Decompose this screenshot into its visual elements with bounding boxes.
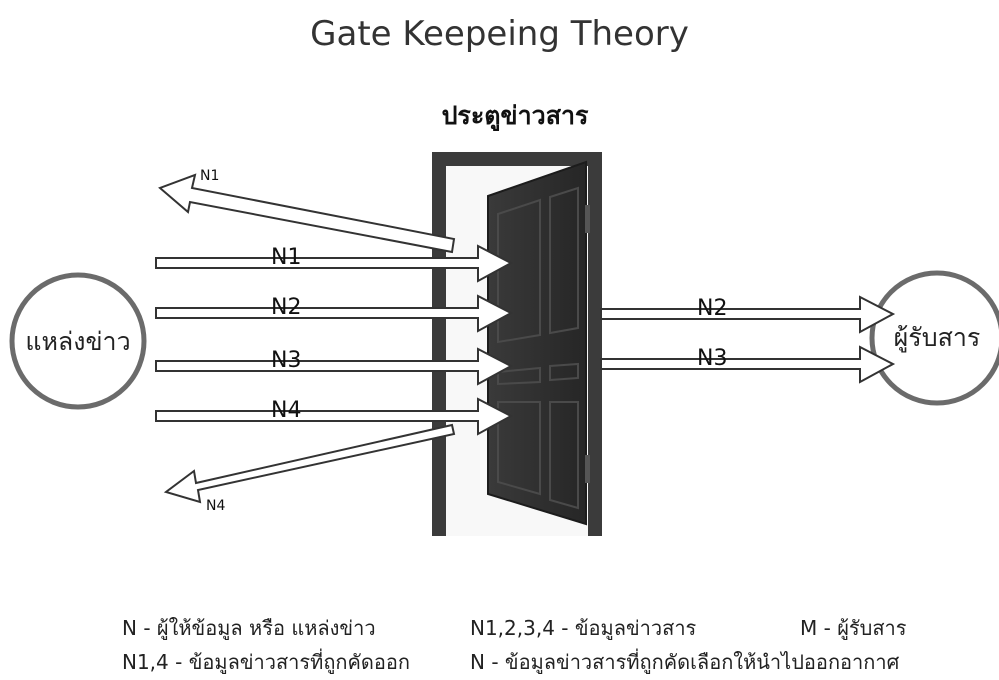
label-rejected-n4: N4 [206,498,225,514]
label-out-n3: N3 [697,346,727,371]
label-in-n2: N2 [271,295,301,320]
arrow-in-n1 [155,244,514,283]
arrow-out-n3 [600,345,896,384]
label-in-n4: N4 [271,398,301,423]
arrows [155,173,896,504]
legend-rejected: N1,4 - ข้อมูลข่าวสารที่ถูกคัดออก [122,650,411,674]
diagram-title: Gate Keepeing Theory [310,14,689,54]
receiver-label: ผู้รับสาร [894,323,981,353]
label-rejected-n1: N1 [200,168,219,184]
arrow-in-n2 [155,294,514,333]
label-in-n1: N1 [271,245,301,270]
gate-label: ประตูข่าวสาร [441,101,589,130]
arrow-in-n4 [155,397,514,436]
arrow-in-n3 [155,347,514,386]
legend-news-data: N1,2,3,4 - ข้อมูลข่าวสาร [470,616,697,640]
door [487,160,590,526]
legend-source: N - ผู้ให้ข้อมูล หรือ แหล่งข่าว [122,616,376,640]
source-node: แหล่งข่าว [9,272,147,410]
legend-receiver: M - ผู้รับสาร [800,616,907,640]
arrow-rejected-n4 [163,423,456,504]
arrow-rejected-n1 [158,173,456,254]
receiver-node: ผู้รับสาร [869,270,999,406]
source-label: แหล่งข่าว [25,327,130,356]
arrow-out-n2 [600,295,896,334]
label-out-n2: N2 [697,296,727,321]
legend-selected: N - ข้อมูลข่าวสารที่ถูกคัดเลือกให้นำไปออ… [470,650,900,674]
label-in-n3: N3 [271,348,301,373]
